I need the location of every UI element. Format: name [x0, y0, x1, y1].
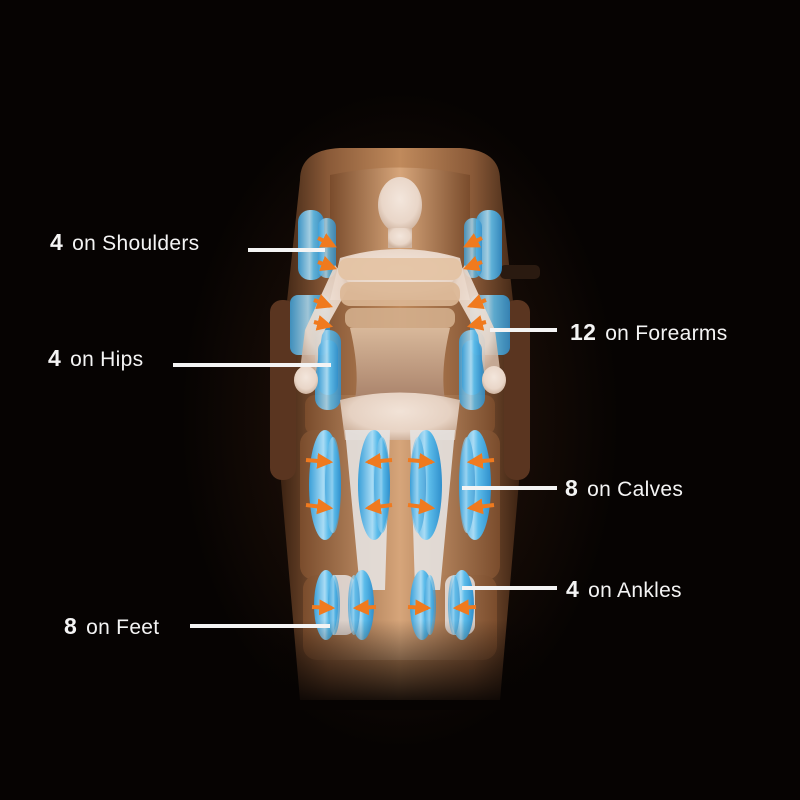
label-text: on Hips [70, 348, 144, 371]
shoulders-leader-line [248, 248, 325, 252]
left-armrest [270, 300, 296, 480]
label-text: on Calves [587, 478, 684, 501]
ankles-leader-line [462, 586, 557, 590]
armrest-control [500, 265, 540, 279]
label-count: 12 [570, 319, 597, 345]
label-text: on Forearms [605, 322, 728, 345]
label-shoulders: 4 on Shoulders [50, 229, 200, 255]
label-text: on Shoulders [72, 232, 200, 255]
label-count: 8 [64, 613, 78, 639]
right-armrest [504, 300, 530, 480]
label-text: on Ankles [588, 579, 682, 602]
label-calves: 8 on Calves [565, 475, 684, 501]
label-count: 4 [48, 345, 62, 371]
label-feet: 8 on Feet [64, 613, 160, 639]
label-hips: 4 on Hips [48, 345, 144, 371]
label-ankles: 4 on Ankles [566, 576, 682, 602]
feet-leader-line [190, 624, 330, 628]
hips-leader-line [173, 363, 331, 367]
label-text: on Feet [86, 616, 160, 639]
bottom-fade [260, 620, 540, 710]
label-count: 4 [566, 576, 580, 602]
hip-airbags [318, 340, 482, 395]
forearms-leader-line [490, 328, 557, 332]
label-count: 8 [565, 475, 579, 501]
calves-leader-line [462, 486, 557, 490]
label-forearms: 12 on Forearms [570, 319, 728, 345]
label-count: 4 [50, 229, 64, 255]
pressure-arrows [305, 233, 495, 616]
